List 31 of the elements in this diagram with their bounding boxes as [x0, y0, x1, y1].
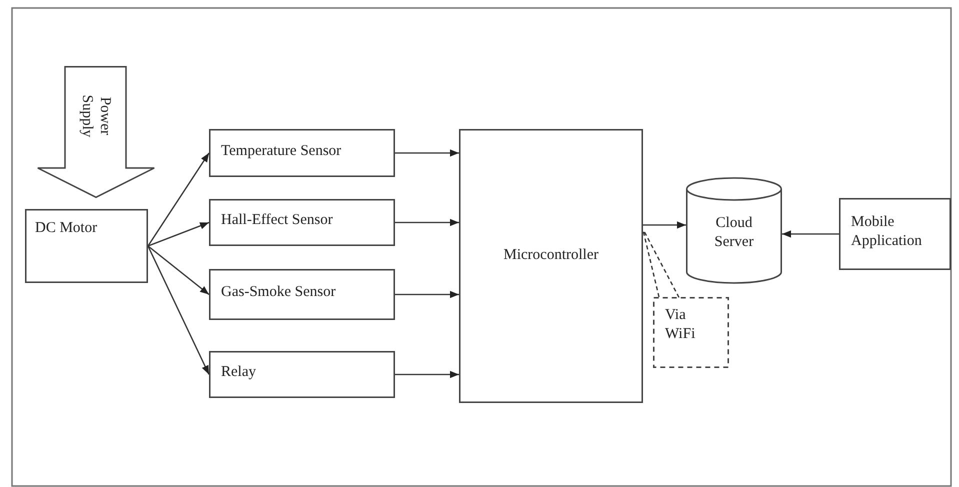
node-label: Power Supply [78, 94, 114, 140]
arrow [147, 152, 210, 246]
arrow [148, 222, 210, 247]
arrow [643, 221, 686, 229]
node-label: Via WiFi [665, 306, 696, 344]
node-label: DC Motor [35, 219, 98, 238]
process-box [209, 269, 395, 320]
power-supply-arrow [37, 66, 155, 198]
process-box [209, 351, 395, 398]
node-label: Microcontroller [502, 246, 600, 265]
arrow [395, 149, 459, 157]
arrow [782, 230, 839, 238]
process-box [209, 199, 395, 246]
process-box [25, 209, 148, 283]
database-cylinder [686, 178, 782, 283]
node-label: Gas-Smoke Sensor [221, 283, 337, 302]
node-label: Mobile Application [851, 213, 923, 250]
arrow [395, 218, 459, 226]
arrow [395, 290, 459, 298]
node-label: Temperature Sensor [221, 142, 342, 161]
arrow [148, 246, 210, 295]
node-label: Relay [221, 363, 257, 382]
arrow [147, 246, 210, 375]
node-label: Cloud Server [713, 214, 755, 252]
process-box [209, 129, 395, 177]
arrow [395, 370, 459, 378]
dashed-callout-line [642, 229, 680, 298]
dashed-note-box [653, 297, 729, 368]
node-label: Hall-Effect Sensor [221, 211, 334, 230]
process-box [839, 198, 951, 270]
process-box [459, 129, 643, 403]
